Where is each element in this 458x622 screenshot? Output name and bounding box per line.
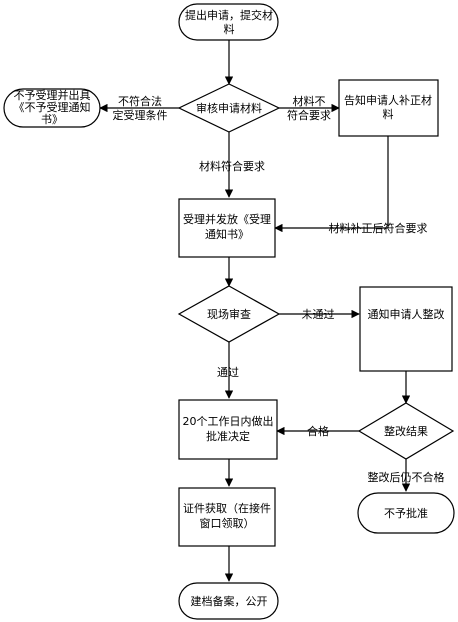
edge-label-material-not-ok-1: 材料不 — [293, 94, 326, 108]
edge-label-supplement-ok: 材料补正后符合要求 — [329, 221, 428, 235]
node-onsite: 现场审查 — [177, 285, 281, 343]
node-deny-label: 不予批准 — [384, 506, 428, 520]
node-reject-accept-line-1: 不予受理并出具 — [14, 88, 91, 102]
node-start-line-2: 料 — [224, 22, 235, 36]
node-archive-label: 建档备案，公开 — [191, 594, 268, 608]
node-rectify-result-shape — [357, 402, 455, 460]
edge-label-qualified: 合格 — [307, 424, 329, 438]
node-reject-accept-line-3: 书》 — [41, 113, 63, 126]
node-start-line-1: 提出申请，提交材 — [185, 8, 273, 22]
node-start: 提出申请，提交材 料 — [178, 3, 279, 41]
node-onsite-shape — [177, 285, 281, 343]
node-onsite-label: 现场审查 — [207, 307, 251, 321]
node-start-shape — [178, 3, 279, 41]
node-accept: 受理并发放《受理 通知书》 — [178, 198, 276, 258]
node-decision-line-1: 20个工作日内做出 — [183, 414, 274, 428]
node-notify-rectify: 通知申请人整改 — [359, 286, 453, 372]
node-notify-supplement: 告知申请人补正材 料 — [338, 79, 439, 137]
node-deny: 不予批准 — [357, 492, 455, 534]
node-accept-shape — [178, 198, 276, 258]
node-deny-shape — [357, 492, 455, 534]
node-license-line-1: 证件获取（在接件 — [183, 502, 271, 515]
edge-label-still-unqualified: 整改后仍不合格 — [368, 470, 445, 484]
node-review: 审核申请材料 — [177, 83, 281, 133]
node-reject-accept: 不予受理并出具 《不予受理通知 书》 — [3, 88, 101, 128]
node-accept-line-2: 通知书》 — [205, 227, 249, 241]
node-notify-rectify-shape — [359, 286, 453, 372]
node-notify-supplement-line-2: 料 — [383, 107, 394, 121]
edge-label-not-legal-2: 定受理条件 — [113, 108, 168, 122]
edge-label-material-not-ok-2: 符合要求 — [287, 108, 331, 122]
node-rectify-result: 整改结果 — [357, 402, 455, 460]
edge-label-not-passed: 未通过 — [302, 308, 335, 321]
edges — [99, 40, 411, 582]
node-reject-accept-shape — [3, 88, 101, 128]
node-decision-shape — [178, 399, 278, 460]
node-archive-shape — [178, 582, 279, 620]
node-decision: 20个工作日内做出 批准决定 — [178, 399, 278, 460]
node-reject-accept-line-2: 《不予受理通知 — [14, 100, 91, 114]
node-license-shape — [178, 487, 276, 547]
node-notify-rectify-label: 通知申请人整改 — [368, 307, 445, 321]
node-review-label: 审核申请材料 — [196, 101, 262, 115]
edge-label-material-ok: 材料符合要求 — [199, 159, 265, 173]
node-review-shape — [177, 83, 281, 133]
node-license: 证件获取（在接件 窗口领取） — [178, 487, 276, 547]
edge-label-not-legal-1: 不符合法 — [118, 94, 162, 108]
node-accept-line-1: 受理并发放《受理 — [183, 212, 271, 226]
node-notify-supplement-shape — [338, 79, 439, 137]
edge-label-passed: 通过 — [217, 366, 239, 379]
node-notify-supplement-line-1: 告知申请人补正材 — [344, 93, 432, 107]
node-decision-line-2: 批准决定 — [206, 429, 250, 443]
edge-supplement-accept — [274, 136, 389, 233]
node-license-line-2: 窗口领取） — [200, 516, 255, 530]
edge-labels: 不符合法 定受理条件 材料不 符合要求 材料符合要求 材料补正后符合要求 未通过… — [113, 94, 445, 484]
node-archive: 建档备案，公开 — [178, 582, 279, 620]
node-rectify-result-label: 整改结果 — [384, 424, 428, 438]
